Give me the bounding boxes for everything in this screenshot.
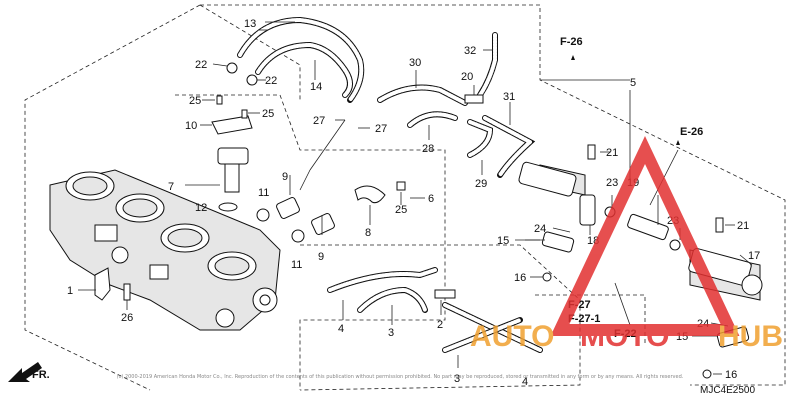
callout-5: 5 — [630, 77, 636, 89]
callout-21: 21 — [606, 147, 618, 159]
callout-24: 24 — [534, 223, 546, 235]
callout-14: 14 — [310, 81, 322, 93]
callout-27: 27 — [375, 123, 387, 135]
vacuum-hoses-upper — [212, 16, 370, 191]
callout-23: 23 — [606, 177, 618, 189]
callout-10: 10 — [185, 120, 197, 132]
callout-16: 16 — [514, 272, 526, 284]
ref-e26[interactable]: E-26 — [680, 126, 703, 138]
callout-15: 15 — [497, 235, 509, 247]
callout-13: 13 — [244, 18, 256, 30]
callout-11: 11 — [291, 259, 302, 271]
front-direction-arrow: FR. — [8, 362, 50, 382]
callout-22: 22 — [195, 59, 207, 71]
throttle-body — [49, 169, 281, 331]
callout-25: 25 — [262, 108, 274, 120]
fr-label: FR. — [32, 369, 50, 381]
watermark-triangle — [550, 135, 740, 336]
watermark-text-moto: MOTO — [580, 320, 669, 353]
vacuum-hoses-middle — [377, 32, 536, 178]
callout-2: 2 — [437, 319, 443, 331]
callout-8: 8 — [365, 227, 371, 239]
callout-27: 27 — [313, 115, 325, 127]
callout-32: 32 — [464, 45, 476, 57]
copyright-notice: (c) 2000-2019 American Honda Motor Co., … — [117, 374, 684, 380]
sensor-parts — [185, 95, 260, 212]
callout-6: 6 — [428, 193, 434, 205]
bracket-part — [78, 267, 131, 310]
ref-f27-1[interactable]: F-27-1 — [568, 313, 600, 325]
callout-28: 28 — [422, 143, 434, 155]
callout-1: 1 — [67, 285, 73, 297]
callout-4: 4 — [338, 323, 344, 335]
callout-9: 9 — [282, 171, 288, 183]
callout-20: 20 — [461, 71, 473, 83]
callout-12: 12 — [195, 202, 207, 214]
callout-29: 29 — [475, 178, 487, 190]
callout-16: 16 — [725, 369, 737, 381]
callout-21: 21 — [737, 220, 749, 232]
leader-lines — [265, 21, 753, 266]
callout-9: 9 — [318, 251, 324, 263]
callout-17: 17 — [748, 250, 760, 262]
joint-parts — [256, 175, 335, 243]
vacuum-hoses-lower — [327, 267, 543, 368]
callout-7: 7 — [168, 181, 174, 193]
watermark-text-hub: HUB — [718, 320, 783, 353]
callout-4: 4 — [522, 376, 528, 388]
callout-30: 30 — [409, 57, 421, 69]
callout-22: 22 — [265, 75, 277, 87]
callout-3: 3 — [388, 327, 394, 339]
callout-11: 11 — [258, 187, 269, 199]
callout-31: 31 — [503, 91, 515, 103]
callout-3: 3 — [454, 373, 460, 385]
diagram-code: MJC4E2500 — [700, 385, 755, 396]
fuel-rail-assembly — [515, 144, 763, 379]
callout-25: 25 — [189, 95, 201, 107]
watermark-text-auto: AUTO — [470, 320, 554, 353]
callout-26: 26 — [121, 312, 133, 324]
clamp-part — [354, 181, 406, 225]
callout-25: 25 — [395, 204, 407, 216]
watermark-logo: AUTO MOTO HUB — [470, 135, 783, 353]
ref-f26[interactable]: F-26 — [560, 36, 583, 48]
